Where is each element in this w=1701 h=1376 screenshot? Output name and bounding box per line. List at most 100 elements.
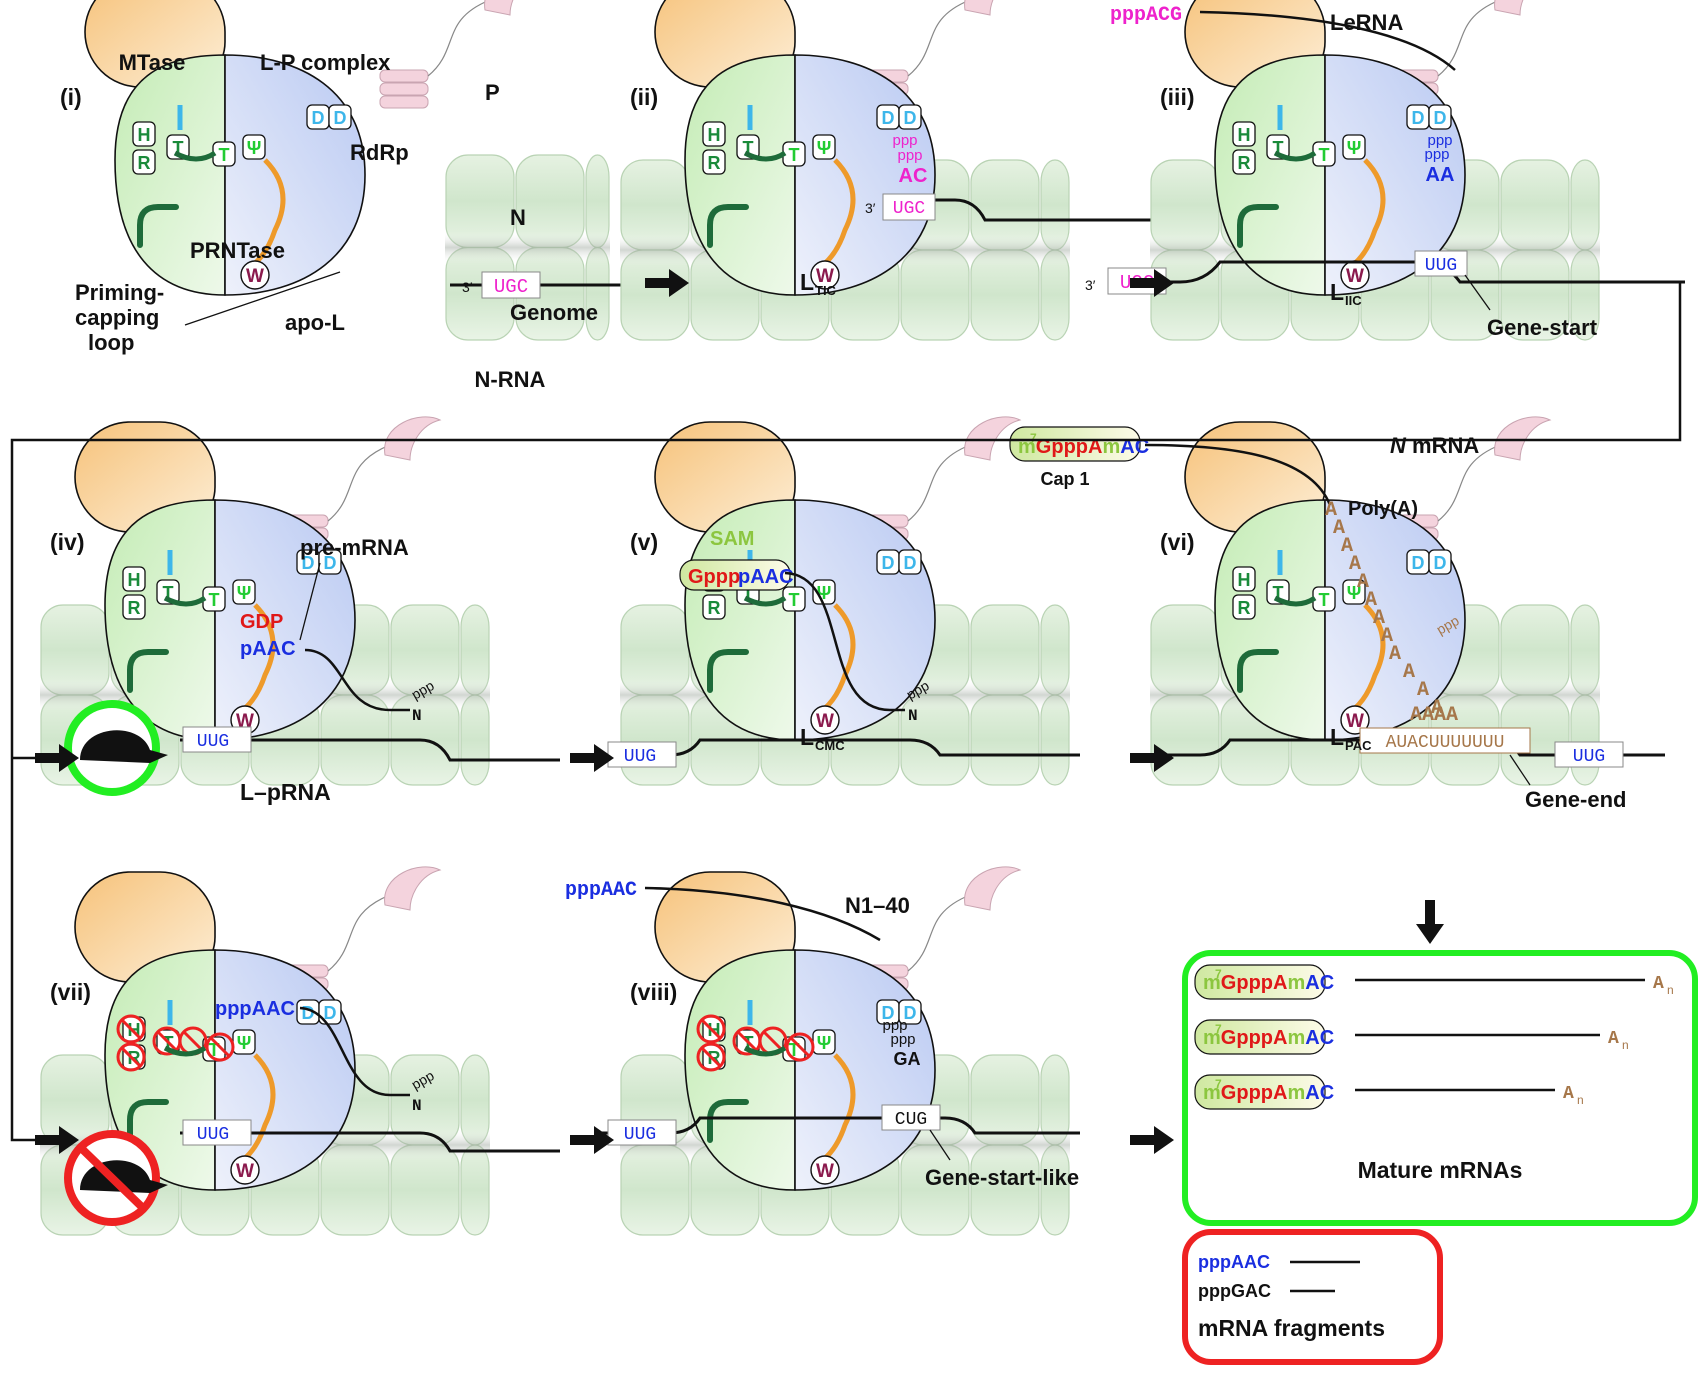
genome-strand	[600, 1116, 1080, 1135]
t-residue-icon: T	[1319, 145, 1330, 165]
d-residue-icon-box	[898, 104, 922, 130]
uug-box	[607, 741, 677, 768]
n-rna-label: N-RNA	[475, 367, 546, 392]
cap-part: m	[1287, 1027, 1305, 1049]
cap-part: AC	[1305, 1082, 1334, 1104]
p-tail	[907, 0, 971, 77]
ppp-label: ppp	[890, 1031, 915, 1048]
d-residue-icon: D	[1412, 108, 1425, 128]
p-head	[964, 0, 994, 16]
uug-box	[1554, 741, 1624, 768]
loop-label-2: capping	[75, 305, 159, 330]
w-residue-ring	[1340, 705, 1370, 735]
loop-link	[1273, 150, 1317, 162]
arrow-right-icon	[35, 744, 79, 772]
d-residue-icon: D	[324, 553, 337, 573]
r-residue-icon: R	[138, 153, 151, 173]
l-subscript: PAC	[1345, 738, 1372, 753]
l-label: L	[800, 724, 814, 750]
r-residue-icon: R	[1238, 598, 1251, 618]
fragment-ppp-aac: pppAAC	[1198, 1252, 1270, 1272]
t-residue-icon: T	[1273, 583, 1284, 603]
cap-superscript: 7	[1215, 1022, 1222, 1036]
loop-leader	[184, 271, 341, 326]
n-mrna-strand	[1144, 443, 1332, 506]
p-tail	[427, 0, 491, 77]
panel-number: (iii)	[1160, 84, 1195, 110]
poly-a-tail-label: A	[1563, 1084, 1574, 1104]
poly-a-nucleotide: A	[1357, 571, 1369, 594]
poly-a-subscript: n	[1577, 1093, 1584, 1107]
connectors	[10, 269, 1682, 1154]
mature-cap-text: mGpppAmAC	[1203, 972, 1334, 994]
inactivation-slash	[120, 1018, 142, 1040]
panel-number: (ii)	[630, 84, 658, 110]
branch-connector	[10, 756, 40, 1142]
paac-label: pAAC	[738, 566, 794, 588]
cap-part: m	[1102, 436, 1120, 458]
h-residue-icon: H	[138, 125, 151, 145]
loop-link	[173, 150, 217, 162]
gene-start-label: Gene-start	[1487, 315, 1598, 340]
d-residue-icon: D	[1434, 553, 1447, 573]
n1-40-strand	[644, 886, 881, 942]
priming-loop-dark	[137, 204, 179, 248]
uug-label: UUG	[197, 1125, 229, 1145]
psi-residue-icon: Ψ	[817, 1033, 832, 1053]
d-residue-icon: D	[904, 108, 917, 128]
w-residue-icon: W	[246, 266, 264, 287]
priming-loop-dark	[127, 649, 169, 693]
cap-part: m	[1287, 972, 1305, 994]
uug-label: UUG	[624, 1125, 656, 1145]
three-prime: 3′	[462, 279, 473, 295]
psi-residue-icon: Ψ	[247, 138, 262, 158]
priming-loop-dark	[1237, 649, 1279, 693]
gene-end-box	[1359, 727, 1531, 754]
p-label: P	[485, 80, 500, 105]
poly-a-label: Poly(A)	[1348, 498, 1418, 520]
psi-residue-icon: Ψ	[237, 1033, 252, 1053]
l-label: L	[1330, 724, 1344, 750]
arrow-right-icon	[1130, 269, 1174, 297]
panel-iii: HRTTΨDDW(iii)pppACGLeRNAppppppAA3′UGCUUG…	[1085, 0, 1685, 341]
r-residue-icon: R	[708, 598, 721, 618]
cap-part: AC	[1120, 436, 1149, 458]
psi-residue-icon: Ψ	[1347, 583, 1362, 603]
cap1-pill	[1009, 426, 1141, 462]
d-residue-icon: D	[312, 108, 325, 128]
h-residue-icon: H	[128, 570, 141, 590]
psi-residue-icon: Ψ	[817, 138, 832, 158]
cap-icon	[80, 730, 168, 763]
r-residue-icon-box	[1232, 149, 1256, 175]
h-residue-icon: H	[708, 125, 721, 145]
uug-label: UUG	[197, 732, 229, 752]
poly-a-nucleotide: A	[1333, 517, 1345, 540]
rna-groove	[445, 231, 610, 264]
l-label: L	[800, 269, 814, 295]
psi-residue-icon-box	[1342, 579, 1366, 605]
psi-residue-icon-box	[232, 579, 256, 605]
priming-loop-dark	[707, 1099, 749, 1143]
three-prime: 3′	[1085, 277, 1096, 293]
mrna-word: mRNA	[1406, 433, 1479, 458]
mature-cap-text: mGpppAmAC	[1203, 1027, 1334, 1049]
arrow-right-icon	[570, 744, 614, 772]
gene-end-leader	[1509, 754, 1531, 786]
poly-a-nucleotide: A	[1417, 679, 1429, 702]
d-residue-icon: D	[302, 1003, 315, 1023]
cap-part: AC	[1305, 972, 1334, 994]
uug-box	[1414, 250, 1468, 277]
arrow-down-icon	[1416, 900, 1444, 944]
cap-part: GpppA	[1221, 1027, 1288, 1049]
p-head	[964, 416, 1022, 461]
loop-label-3: loop	[88, 330, 134, 355]
inactivation-slash	[789, 1036, 811, 1058]
inactivation-slash	[736, 1030, 758, 1052]
t-residue-icon: T	[1319, 590, 1330, 610]
three-prime: 3′	[865, 200, 876, 216]
l-label: L	[1330, 279, 1344, 305]
cap-part: m	[1203, 972, 1221, 994]
